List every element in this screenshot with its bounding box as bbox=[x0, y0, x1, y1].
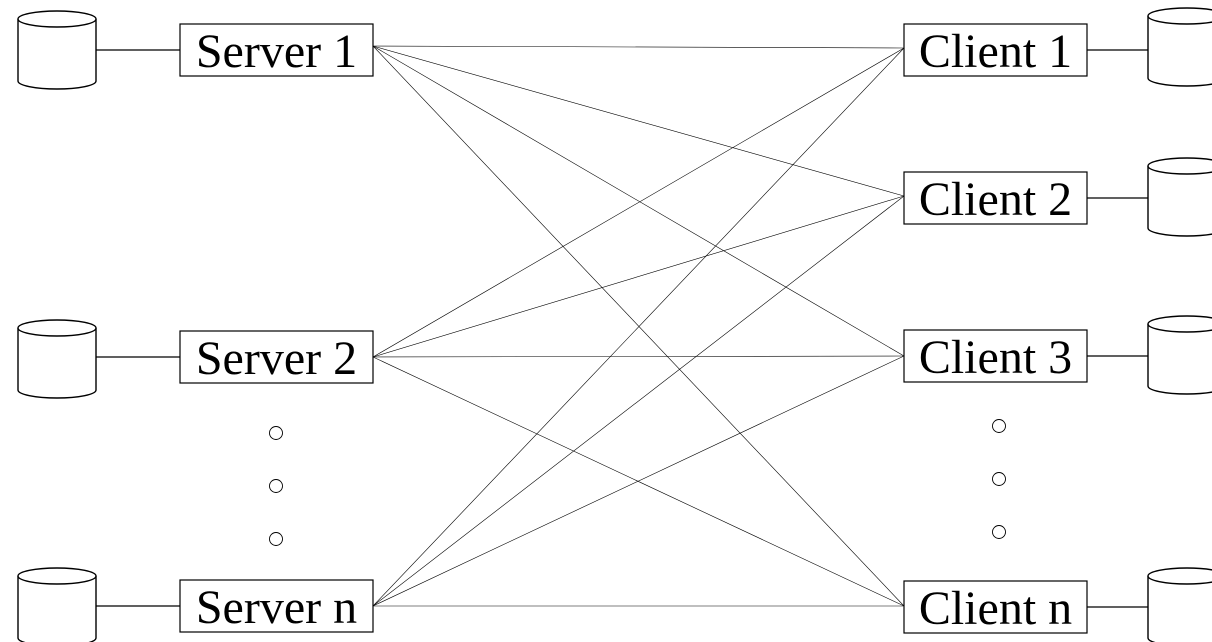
connection-server-2-client-1 bbox=[372, 47, 905, 358]
client-3-label: Client 3 bbox=[919, 331, 1072, 384]
client-2-node: Client 2 bbox=[903, 171, 1088, 226]
client-3-database-icon bbox=[1147, 315, 1212, 395]
client-1-node: Client 1 bbox=[903, 23, 1088, 78]
server-2-box bbox=[179, 330, 374, 384]
client-n-box bbox=[903, 580, 1088, 634]
connection-server-2-client-2 bbox=[372, 195, 905, 358]
client-3-box bbox=[903, 329, 1088, 383]
connection-server-n-client-1 bbox=[372, 47, 905, 607]
client-2-box bbox=[903, 171, 1088, 225]
client-1-box bbox=[903, 23, 1088, 77]
server-1-label: Server 1 bbox=[196, 25, 357, 78]
nodes: Server 1 Server 2 Server n Client 1 Client 2… bbox=[179, 23, 1088, 635]
ellipsis-dot bbox=[269, 426, 283, 440]
connection-server-1-client-1 bbox=[372, 45, 905, 49]
server-ellipsis bbox=[269, 426, 283, 546]
connection-server-n-client-3 bbox=[372, 355, 905, 607]
ellipsis-dot bbox=[269, 479, 283, 493]
server-1-node: Server 1 bbox=[179, 23, 374, 78]
server-n-database-icon bbox=[17, 567, 97, 642]
server-n-node: Server n bbox=[179, 579, 374, 634]
server-2-label: Server 2 bbox=[196, 332, 357, 385]
ellipsis-dot bbox=[992, 472, 1006, 486]
server-2-node: Server 2 bbox=[179, 330, 374, 385]
client-ellipsis bbox=[992, 419, 1006, 539]
client-n-node: Client n bbox=[903, 580, 1088, 635]
client-n-database-icon bbox=[1147, 567, 1212, 642]
client-2-database-icon bbox=[1147, 157, 1212, 237]
client-n-label: Client n bbox=[919, 582, 1072, 635]
client-3-node: Client 3 bbox=[903, 329, 1088, 384]
server-2-database-icon bbox=[17, 319, 97, 399]
ellipsis-dot bbox=[992, 525, 1006, 539]
client-1-database-icon bbox=[1147, 7, 1212, 87]
connection-server-1-client-n bbox=[372, 45, 905, 607]
server-n-box bbox=[179, 579, 374, 633]
connection-server-1-client-3 bbox=[372, 45, 905, 357]
connection-server-2-client-n bbox=[372, 356, 905, 607]
ellipsis-dot bbox=[269, 532, 283, 546]
ellipsis-dots bbox=[269, 419, 1006, 546]
server-1-box bbox=[179, 23, 374, 77]
server-n-label: Server n bbox=[196, 581, 357, 634]
databases bbox=[17, 7, 1212, 642]
connection-lines bbox=[372, 45, 905, 607]
connection-server-1-client-2 bbox=[372, 45, 905, 197]
server-1-database-icon bbox=[17, 10, 97, 90]
connection-server-2-client-3 bbox=[372, 355, 905, 358]
client-2-label: Client 2 bbox=[919, 173, 1072, 226]
connection-server-n-client-2 bbox=[372, 195, 905, 607]
ellipsis-dot bbox=[992, 419, 1006, 433]
database-links bbox=[96, 49, 1148, 608]
client-1-label: Client 1 bbox=[919, 25, 1072, 78]
